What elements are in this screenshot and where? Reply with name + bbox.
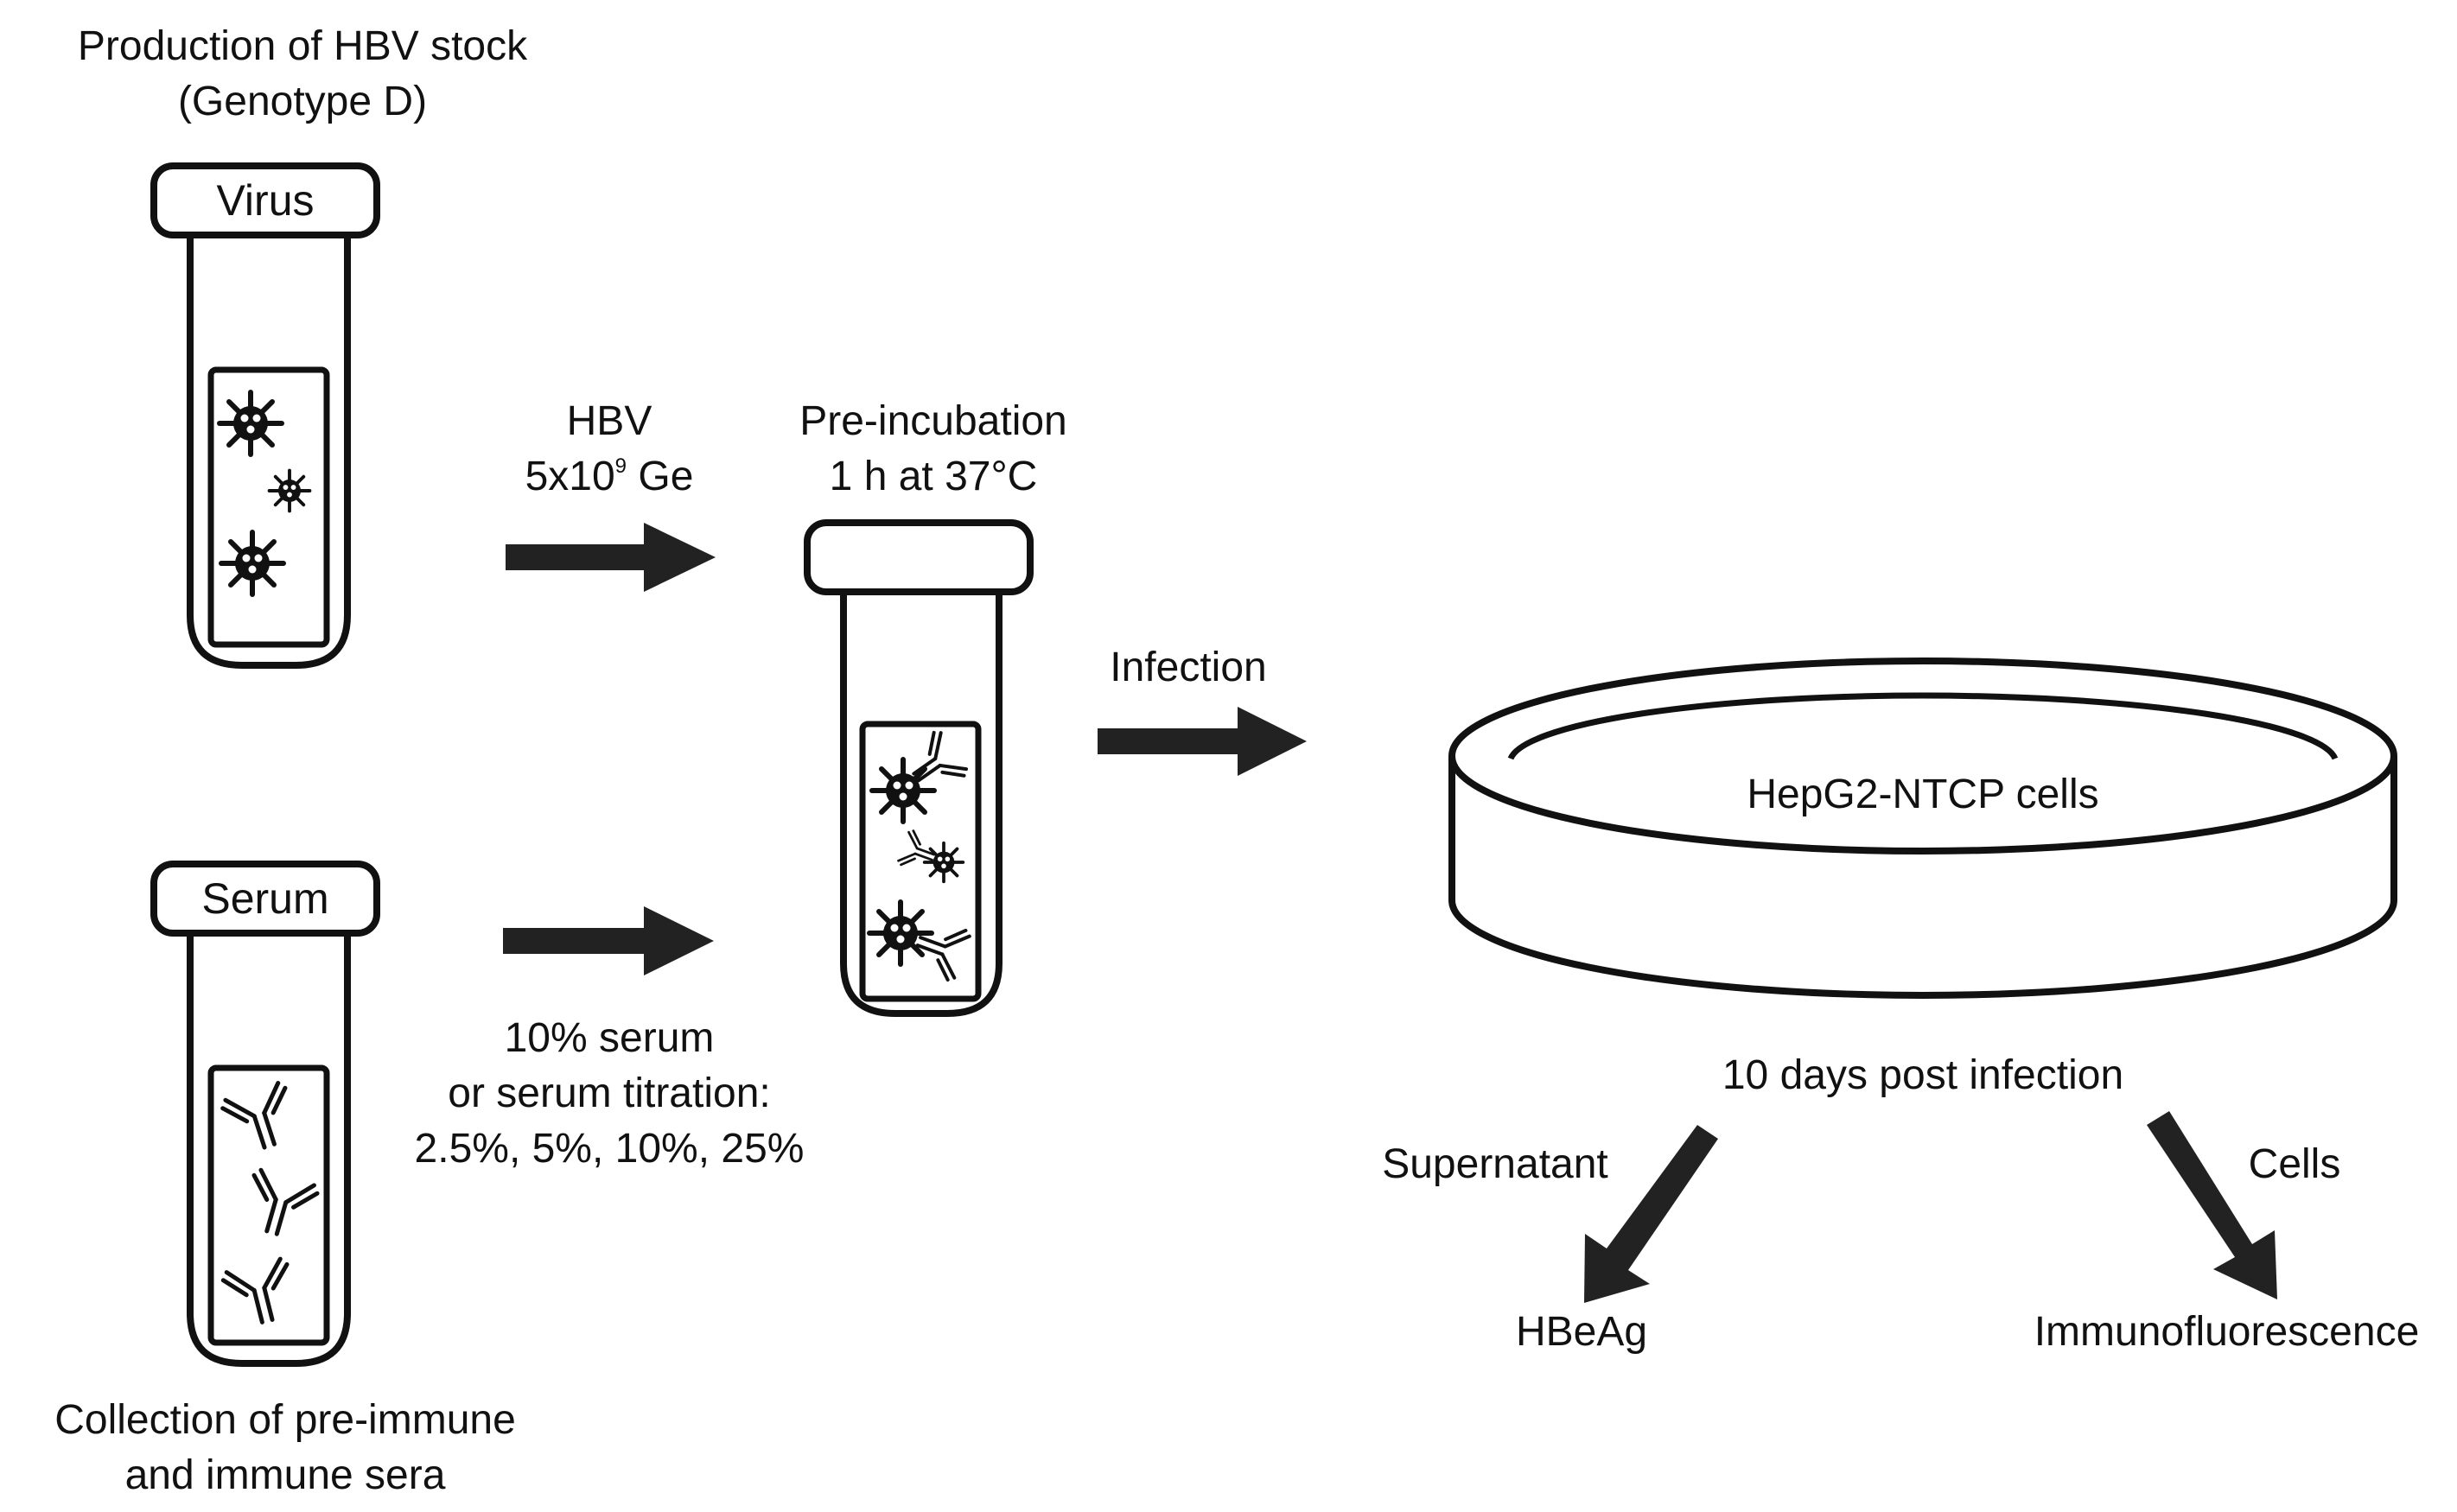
- antibody-icon: [220, 1082, 319, 1329]
- preincubation-tube: [804, 519, 1034, 1017]
- virion-antibody-complex-icon: [869, 729, 971, 982]
- preincubation-label: Pre-incubation 1 h at 37°C: [799, 398, 1067, 499]
- cells-label: Cells: [2248, 1141, 2341, 1187]
- serum-tube: [150, 861, 380, 1367]
- immunofluorescence-readout: Immunofluorescence: [2034, 1309, 2420, 1355]
- serum-tube-label: Serum: [201, 874, 329, 923]
- dish-label: HepG2-NTCP cells: [1747, 772, 2099, 817]
- time-point-label: 10 days post infection: [1722, 1052, 2124, 1098]
- virion-icon: [220, 392, 312, 594]
- serum-caption: Collection of pre-immune and immune sera: [54, 1397, 516, 1498]
- infection-arrow: [1098, 707, 1307, 776]
- supernatant-label: Supernatant: [1382, 1141, 1608, 1187]
- virus-tube: [150, 162, 380, 669]
- hbeag-readout: HBeAg: [1515, 1309, 1648, 1355]
- serum-to-preincubation-arrow: [503, 906, 714, 975]
- culture-dish: [1448, 658, 2397, 999]
- supernatant-arrow: [1584, 1125, 1718, 1303]
- cells-arrow: [2147, 1111, 2277, 1299]
- serum-dose-label: 10% serum or serum titration: 2.5%, 5%, …: [414, 1015, 805, 1172]
- hbv-to-preincubation-arrow: [506, 523, 716, 592]
- hbv-dose-label: HBV 5x109 Ge: [525, 398, 694, 499]
- virus-tube-label: Virus: [216, 176, 315, 225]
- stock-title: Production of HBV stock (Genotype D): [77, 23, 528, 124]
- infection-label: Infection: [1110, 645, 1267, 690]
